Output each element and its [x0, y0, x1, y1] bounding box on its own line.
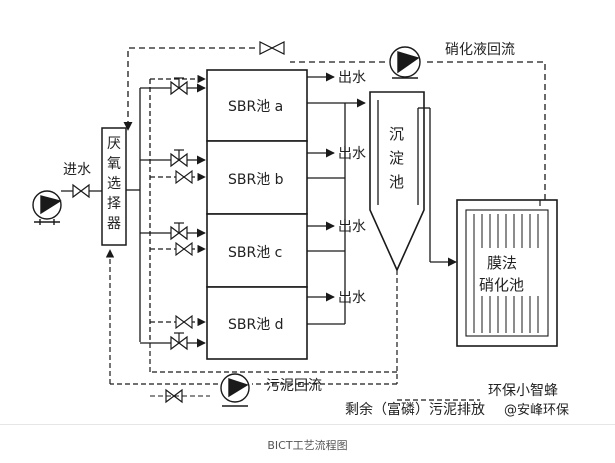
feed-valves — [170, 77, 188, 351]
selector-label: 厌 氧 选 择 器 — [107, 136, 121, 232]
return-valve-b-icon — [175, 169, 193, 185]
clarifier-internals — [377, 100, 431, 205]
excess-sludge-label: 剩余（富磷）污泥排放 — [345, 401, 485, 418]
sbr-tank-b — [206, 140, 308, 215]
sbr-tank-d — [206, 286, 308, 360]
feed-valve-b-icon — [170, 149, 188, 168]
anaerobic-selector-box — [101, 127, 127, 246]
sbr-c-label: SBR池 c — [228, 245, 282, 261]
figure-caption: BICT工艺流程图 — [267, 439, 348, 452]
clarifier-to-membrane-line — [429, 120, 457, 267]
nitrate-return-label: 硝化液回流 — [445, 42, 515, 58]
nitrate-return-line — [123, 47, 546, 200]
feed-valve-d-icon — [170, 332, 188, 351]
clarifier-tank — [369, 91, 425, 272]
watermark-text-2: @安峰环保 — [504, 403, 569, 418]
sbr-tanks — [206, 69, 308, 360]
inlet-pump-icon — [32, 190, 62, 225]
feed-valve-a-icon — [170, 77, 188, 96]
svg-text:厌: 厌 — [107, 136, 121, 152]
outlet-label-b: 出水 — [338, 146, 366, 162]
sludge-return-line — [105, 249, 397, 385]
sbr-tank-c — [206, 213, 308, 288]
sbr-a-label: SBR池 a — [228, 99, 283, 115]
distribution-manifold — [126, 79, 151, 342]
svg-text:选: 选 — [107, 176, 121, 192]
svg-text:氧: 氧 — [107, 156, 121, 172]
return-lines — [150, 74, 206, 327]
membrane-label-1: 膜法 — [487, 254, 517, 272]
svg-text:淀: 淀 — [389, 149, 404, 167]
outlet-arrows — [307, 72, 335, 302]
sbr-d-label: SBR池 d — [228, 317, 284, 333]
return-valve-c-icon — [175, 241, 193, 257]
sbr-b-label: SBR池 b — [228, 172, 284, 188]
sbr-to-clarifier-lines — [307, 98, 366, 325]
membrane-label-2: 硝化池 — [479, 276, 524, 294]
clarifier-label: 沉 淀 池 — [389, 125, 404, 191]
svg-text:择: 择 — [107, 196, 121, 212]
watermark-text: 环保小智蜂 — [488, 383, 558, 399]
top-return-valve-icon — [259, 41, 285, 55]
return-valves — [175, 169, 193, 330]
outlet-label-c: 出水 — [338, 219, 366, 235]
svg-text:沉: 沉 — [389, 125, 404, 143]
feed-valve-c-icon — [170, 222, 188, 241]
return-valve-d-icon — [175, 314, 193, 330]
membrane-label-bg — [476, 248, 540, 296]
outlet-label-d: 出水 — [338, 290, 366, 306]
svg-text:器: 器 — [107, 216, 121, 232]
caption-divider — [0, 424, 615, 425]
inlet-valve-icon — [72, 183, 90, 199]
svg-text:池: 池 — [389, 173, 404, 191]
inlet-label: 进水 — [63, 162, 91, 178]
sludge-return-label: 污泥回流 — [266, 378, 322, 394]
nitrate-return-pump-icon — [389, 46, 421, 79]
outlet-label-a: 出水 — [338, 70, 366, 86]
sludge-return-pump-icon — [220, 373, 250, 407]
